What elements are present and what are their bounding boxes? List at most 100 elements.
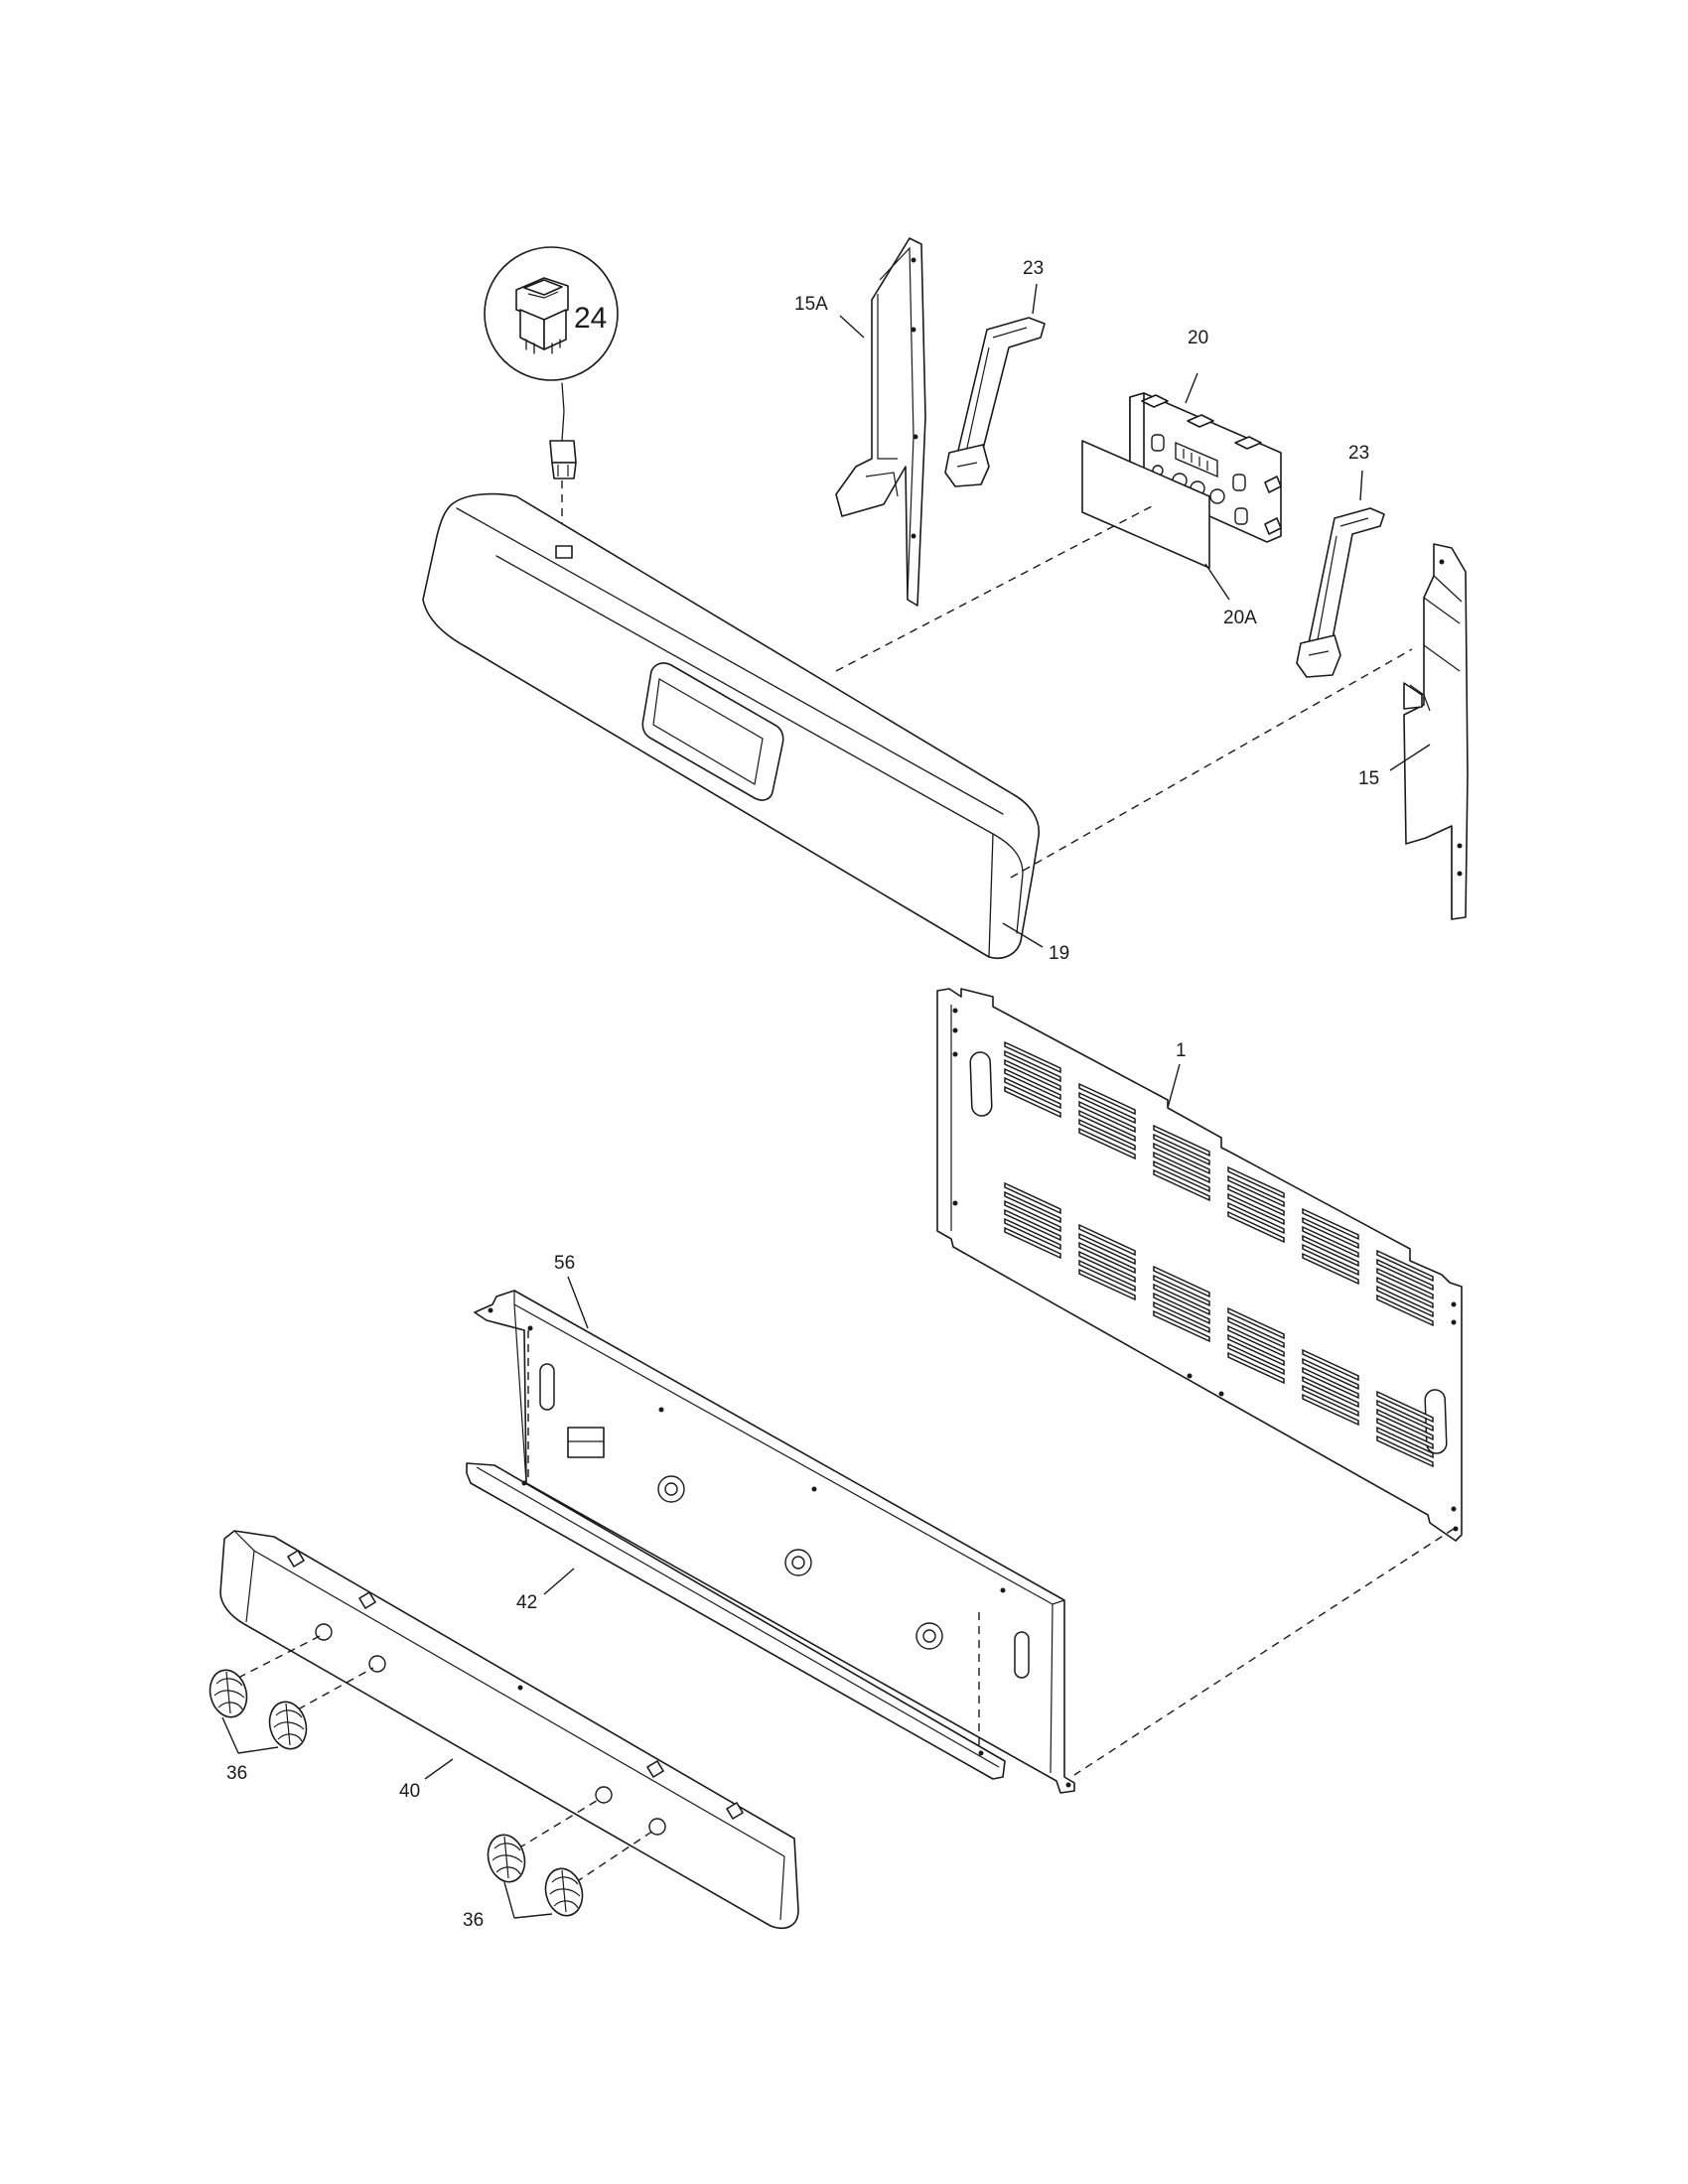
louver-slot: [1153, 1168, 1210, 1202]
louver-slot: [1376, 1258, 1434, 1292]
louver-slot: [1004, 1199, 1061, 1233]
louver-slot: [1302, 1384, 1359, 1418]
louver-slot: [1227, 1183, 1285, 1217]
louver-slot: [1004, 1067, 1061, 1101]
callout-23-left: 23: [1023, 258, 1044, 279]
louver-slot: [1078, 1259, 1136, 1293]
louver-slot: [1153, 1300, 1210, 1334]
louver-slot: [1302, 1393, 1359, 1427]
louver-slot: [1153, 1160, 1210, 1193]
callout-24: 24: [574, 302, 607, 335]
callout-36-right: 36: [463, 1910, 484, 1931]
louver-slot: [1153, 1265, 1210, 1298]
louver-slot: [1078, 1127, 1136, 1160]
louver-slot: [1227, 1201, 1285, 1235]
louver-slot: [1376, 1294, 1434, 1327]
assembly-line-rear: [1073, 1528, 1455, 1776]
louver-slot: [1227, 1306, 1285, 1340]
part-23-left-trim-clip: 23: [944, 258, 1046, 487]
louver-slot: [1004, 1190, 1061, 1224]
louver-slot: [1004, 1217, 1061, 1251]
callout-1: 1: [1176, 1040, 1187, 1061]
louver-slot: [1153, 1124, 1210, 1158]
louver-slot: [1227, 1351, 1285, 1385]
louver-slot: [1227, 1333, 1285, 1367]
part-24-rocker-switch: 24: [484, 246, 619, 479]
louver-slot: [1227, 1165, 1285, 1199]
louver-slot: [1302, 1225, 1359, 1259]
louver-slot: [1376, 1249, 1434, 1283]
assembly-line-knob-2: [297, 1667, 374, 1710]
louver-slot: [1153, 1151, 1210, 1184]
louver-slot: [1302, 1252, 1359, 1286]
assembly-line-knob-1: [237, 1635, 321, 1679]
louver-slot: [1153, 1283, 1210, 1316]
louver-slot: [1302, 1234, 1359, 1268]
louver-slot: [1376, 1285, 1434, 1318]
part-20a-overlay: 20A: [1081, 440, 1257, 628]
part-20-electronic-control: 20: [1129, 328, 1282, 543]
louver-slot: [1078, 1268, 1136, 1301]
callout-56: 56: [554, 1253, 575, 1274]
part-19-control-panel: 19: [422, 492, 1069, 964]
louver-slot: [1078, 1091, 1136, 1125]
callout-40: 40: [399, 1781, 420, 1802]
louver-slot: [1302, 1216, 1359, 1250]
louver-slot: [1302, 1207, 1359, 1241]
callout-42: 42: [516, 1592, 537, 1613]
louver-slot: [1078, 1082, 1136, 1116]
part-1-rear-panel: 1: [936, 988, 1463, 1542]
louver-slot: [1153, 1142, 1210, 1175]
knob-icon: [487, 1834, 526, 1883]
louver-slot: [1376, 1390, 1434, 1424]
knob-icon: [544, 1867, 584, 1917]
callout-15a: 15A: [794, 294, 828, 315]
louver-slot: [1227, 1210, 1285, 1244]
louver-slot: [1078, 1100, 1136, 1134]
louver-slot: [1302, 1348, 1359, 1382]
callout-23-right: 23: [1348, 443, 1369, 464]
part-56-manifold-panel: 56: [474, 1253, 1075, 1794]
louver-slot: [1004, 1181, 1061, 1215]
louver-slot: [1376, 1267, 1434, 1300]
louver-slot: [1004, 1049, 1061, 1083]
louver-slot: [1078, 1223, 1136, 1257]
louver-slot: [1227, 1324, 1285, 1358]
louver-slot: [1227, 1192, 1285, 1226]
assembly-line-bracket: [1010, 648, 1413, 879]
callout-20a: 20A: [1223, 608, 1257, 628]
rear-panel-louvers: [1004, 1040, 1434, 1468]
louver-slot: [1004, 1058, 1061, 1092]
louver-slot: [1153, 1309, 1210, 1343]
louver-slot: [1302, 1243, 1359, 1277]
louver-slot: [1376, 1399, 1434, 1433]
part-36-knobs: 36 36: [209, 1669, 584, 1931]
louver-slot: [1376, 1426, 1434, 1459]
assembly-line-clock: [835, 505, 1153, 672]
louver-slot: [1004, 1085, 1061, 1119]
callout-19: 19: [1049, 943, 1069, 964]
part-40-knob-panel: 40: [219, 1530, 799, 1930]
louver-slot: [1227, 1174, 1285, 1208]
louver-slot: [1302, 1357, 1359, 1391]
louver-slot: [1078, 1118, 1136, 1152]
louver-slot: [1153, 1292, 1210, 1325]
louver-slot: [1004, 1208, 1061, 1242]
callout-20: 20: [1188, 328, 1208, 348]
louver-slot: [1004, 1076, 1061, 1110]
louver-slot: [1302, 1375, 1359, 1409]
louver-slot: [1153, 1274, 1210, 1307]
louver-slot: [1004, 1226, 1061, 1260]
louver-slot: [1078, 1241, 1136, 1275]
louver-slot: [1376, 1276, 1434, 1309]
louver-slot: [1376, 1417, 1434, 1450]
louver-slot: [1227, 1342, 1285, 1376]
callout-36-left: 36: [226, 1763, 247, 1784]
louver-slot: [1153, 1133, 1210, 1166]
louver-slot: [1376, 1434, 1434, 1468]
knob-icon: [209, 1669, 248, 1718]
louver-slot: [1227, 1315, 1285, 1349]
part-23-right-trim-clip: 23: [1296, 443, 1385, 678]
part-15-right-end-bracket: 15: [1358, 543, 1469, 920]
knob-icon: [268, 1701, 308, 1750]
